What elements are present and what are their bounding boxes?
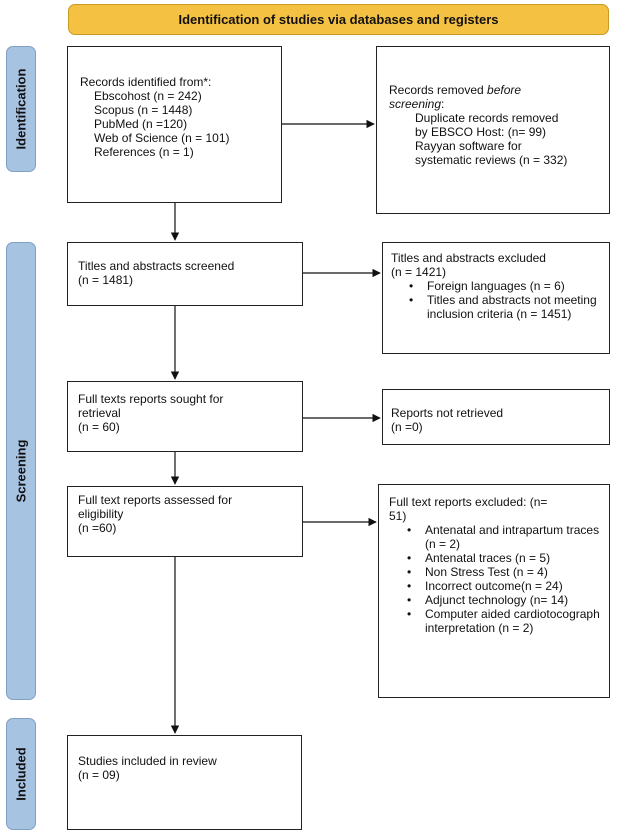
ta-excluded-item: Titles and abstracts not meeting inclusi… — [391, 293, 605, 321]
removed-line: systematic reviews (n = 332) — [415, 153, 568, 167]
ta-excluded-box: Titles and abstracts excluded (n = 1421)… — [382, 242, 610, 354]
ft-excluded-item: Computer aided cardiotocograph interpret… — [389, 607, 605, 635]
screened-count: (n = 1481) — [78, 273, 134, 287]
records-removed-box: Records removed before screening: Duplic… — [376, 46, 610, 214]
included-count: (n = 09) — [78, 768, 120, 782]
sought-count: (n = 60) — [78, 420, 120, 434]
ft-excluded-box: Full text reports excluded: (n= 51) Ante… — [378, 484, 610, 698]
not-retrieved-label: Reports not retrieved — [391, 406, 504, 420]
header-title: Identification of studies via databases … — [178, 12, 499, 27]
included-box: Studies included in review (n = 09) — [67, 735, 302, 830]
ft-excluded-item: Antenatal and intrapartum traces (n = 2) — [389, 523, 605, 551]
ft-excluded-item: Non Stress Test (n = 4) — [389, 565, 605, 579]
ft-excluded-item: Antenatal traces (n = 5) — [389, 551, 605, 565]
ft-excluded-title-cont: 51) — [389, 509, 407, 523]
stage-screening-label: Screening — [13, 439, 29, 503]
source-scopus: Scopus (n = 1448) — [94, 103, 193, 117]
assessed-box: Full text reports assessed for eligibili… — [67, 486, 303, 557]
stage-included: Included — [6, 718, 36, 830]
stage-screening: Screening — [6, 242, 36, 700]
screened-box: Titles and abstracts screened (n = 1481) — [67, 242, 303, 306]
sought-label: Full texts reports sought for — [78, 392, 224, 406]
assessed-count: (n =60) — [78, 521, 117, 535]
not-retrieved-count: (n =0) — [391, 420, 423, 434]
diagram-header: Identification of studies via databases … — [68, 4, 609, 35]
sought-box: Full texts reports sought for retrieval … — [67, 381, 303, 452]
stage-identification-label: Identification — [13, 68, 29, 150]
records-identified-box: Records identified from*: Ebscohost (n =… — [67, 46, 282, 203]
records-identified-title: Records identified from*: — [80, 75, 212, 89]
records-removed-title-cont: screening: — [389, 97, 445, 111]
ta-excluded-item: Foreign languages (n = 6) — [391, 279, 605, 293]
ft-excluded-item: Adjunct technology (n= 14) — [389, 593, 605, 607]
assessed-label: Full text reports assessed for — [78, 493, 233, 507]
source-web-of-science: Web of Science (n = 101) — [94, 131, 230, 145]
source-ebscohost: Ebscohost (n = 242) — [94, 89, 202, 103]
stage-identification: Identification — [6, 46, 36, 172]
ta-excluded-title: Titles and abstracts excluded — [391, 251, 546, 265]
not-retrieved-box: Reports not retrieved (n =0) — [382, 389, 610, 445]
included-label: Studies included in review — [78, 754, 217, 768]
ft-excluded-title: Full text reports excluded: (n= — [389, 495, 548, 509]
source-pubmed: PubMed (n =120) — [94, 117, 188, 131]
records-removed-title: Records removed before — [389, 83, 522, 97]
source-references: References (n = 1) — [94, 145, 194, 159]
sought-label-cont: retrieval — [78, 406, 121, 420]
stage-included-label: Included — [13, 747, 29, 801]
removed-line: Rayyan software for — [415, 139, 522, 153]
removed-line: Duplicate records removed — [415, 111, 559, 125]
ta-excluded-count: (n = 1421) — [391, 265, 447, 279]
ft-excluded-item: Incorrect outcome(n = 24) — [389, 579, 605, 593]
assessed-label-cont: eligibility — [78, 507, 124, 521]
removed-line: by EBSCO Host: (n= 99) — [415, 125, 547, 139]
screened-label: Titles and abstracts screened — [78, 259, 235, 273]
